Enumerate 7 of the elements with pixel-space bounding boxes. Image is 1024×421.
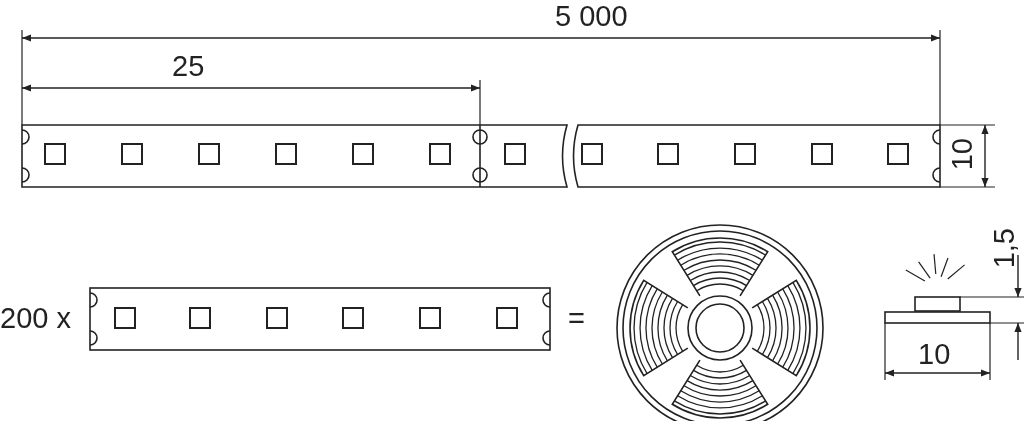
- dimension-value: 10: [948, 138, 977, 171]
- dimension-value: 5 000: [555, 2, 628, 31]
- dimension-value: 10: [918, 340, 951, 369]
- dimension-value: 1,5: [990, 228, 1019, 269]
- equals-sign: =: [568, 304, 585, 333]
- quantity-label: 200 x: [0, 304, 71, 333]
- dimension-value: 25: [172, 52, 205, 81]
